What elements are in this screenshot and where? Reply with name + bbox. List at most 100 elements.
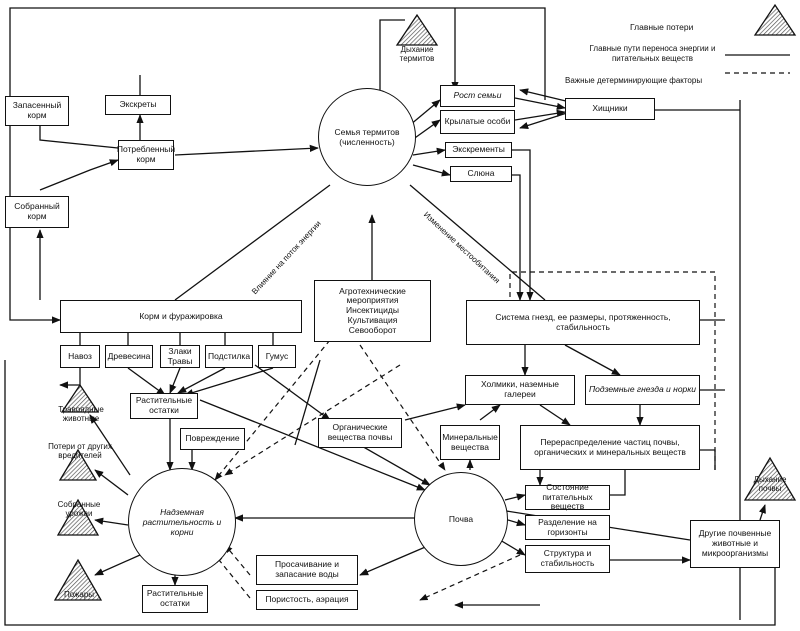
legend-important-factors: Важные детерминирующие факторы (565, 76, 703, 85)
termite-family-label: Семья термитов (численность) (334, 126, 400, 147)
triangle-harvest (56, 498, 100, 536)
cultivation-label: Культивация (347, 314, 398, 325)
label-herbivores: Травоядные животные (58, 405, 104, 424)
node-stored-food: Запасенный корм (5, 96, 69, 126)
node-excreta: Экскреты (105, 95, 171, 115)
edge-winged-to-predators (514, 109, 566, 121)
dashed-porosity-to-vegetation (214, 554, 251, 599)
edge-family-to-excrements (412, 147, 446, 156)
node-termite-family: Семья термитов (численность) (318, 88, 416, 186)
triangle-herbivores (60, 383, 100, 413)
edge-litter-to-residues (177, 367, 226, 394)
node-structure: Структура и стабильность (525, 545, 610, 573)
edge-vegetation-to-herbivores (89, 414, 131, 476)
triangle-other-pests (58, 448, 98, 481)
nest-system-label: Система гнезд, ее размеры, протяженность… (495, 311, 671, 332)
node-humus: Гумус (258, 345, 296, 368)
label-harvest: Собранные урожаи (57, 500, 101, 519)
edge-soil-to-nutrient (504, 493, 526, 501)
frame-top-link (9, 7, 546, 100)
node-horizons: Разделение на горизонты (525, 515, 610, 540)
dashed-infiltration-to-vegetation (224, 544, 251, 576)
legend-triangle (753, 3, 797, 36)
dashed-agrotech-to-vegetation (214, 339, 331, 481)
label-respiration-termites: Дыхание термитов (399, 45, 435, 64)
node-redistribution: Перераспределение частиц почвы, органиче… (520, 425, 700, 470)
edge-soil-to-horizons (507, 519, 526, 527)
triangle-respiration-soil (743, 456, 797, 501)
node-nutrient-state: Состояние питательных веществ (525, 482, 610, 511)
edge-soil-to-infiltration (359, 544, 431, 576)
crop-rotation-label: Севооборот (348, 324, 397, 335)
node-nest-system: Система гнезд, ее размеры, протяженность… (466, 300, 700, 345)
node-infiltration: Просачивание и запасание воды (256, 555, 358, 585)
node-organic-matter: Органические вещества почвы (318, 418, 402, 448)
node-plant-residues-top: Растительные остатки (130, 393, 198, 419)
node-manure: Навоз (60, 345, 100, 368)
node-winged: Крылатые особи (440, 110, 515, 134)
triangle-respiration-termites (395, 13, 439, 46)
triangle-fires (53, 558, 103, 601)
edge-collected-to-consumed (39, 159, 119, 191)
node-saliva: Слюна (450, 166, 512, 182)
dashed-agrotech-to-soil (359, 344, 446, 471)
node-food-foraging: Корм и фуражировка (60, 300, 302, 333)
edge-growth-to-predators (514, 97, 566, 110)
node-predators: Хищники (565, 98, 655, 120)
dashed-right-frame (509, 271, 716, 470)
edge-soil-to-structure (499, 539, 526, 556)
edge-nest-to-underground (564, 344, 621, 376)
node-family-growth: Рост семьи (440, 85, 515, 107)
edge-saliva-to-nest (512, 174, 524, 301)
frame-top-line (9, 60, 61, 324)
label-respiration-soil: Дыхание почвы (753, 475, 787, 494)
edge-family-to-foraging (174, 184, 331, 301)
edge-residues-to-soil (199, 399, 426, 491)
label-fires: Пожары (63, 590, 95, 599)
node-plant-residues-bottom: Растительные остатки (142, 585, 208, 613)
agrotech-label: Агротехнические мероприятия (339, 285, 406, 306)
frame-bottom-link (4, 360, 776, 626)
edge-vegetation-to-other-pests (94, 469, 129, 496)
insecticides-label: Инсектициды (346, 305, 399, 316)
node-consumed-food: Потребленный корм (117, 140, 175, 170)
edge-stored-to-consumed (39, 125, 119, 149)
edge-grass-to-residues (169, 367, 181, 394)
node-other-animals: Другие почвенные животные и микроорганиз… (690, 520, 780, 568)
edge-family-to-growth (409, 99, 441, 126)
node-mounds: Холмики, наземные галереи (465, 375, 575, 405)
edge-family-to-respiration (379, 19, 405, 95)
edge-foraging-to-organic (254, 364, 331, 421)
edge-other-animals-to-resp (758, 504, 766, 521)
node-wood: Древесина (105, 345, 153, 368)
edge-manure-down (59, 368, 81, 389)
edge-predators-to-winged (519, 111, 571, 129)
edge-redistribution-right (700, 449, 716, 470)
node-excrements: Экскременты (445, 142, 512, 158)
edge-agrotech-to-organic (294, 359, 321, 446)
node-agrotech-group: Агротехнические мероприятия Инсектициды … (314, 280, 431, 342)
edge-organic-to-soil (359, 444, 431, 486)
label-other-pests: Потери от других вредителей (48, 442, 112, 461)
legend-main-losses: Главные потери (630, 22, 694, 32)
node-porosity: Пористость, аэрация (256, 590, 358, 610)
dashed-nest-to-vegetation (224, 364, 401, 476)
soil-label: Почва (448, 513, 474, 524)
edge-family-to-nest (409, 184, 546, 301)
node-litter: Подстилка (205, 345, 253, 368)
edge-wood-to-residues (127, 367, 166, 396)
node-underground-nests: Подземные гнезда и норки (585, 375, 700, 405)
dashed-structure-to-porosity (419, 554, 521, 601)
edge-mounds-to-redistribution (539, 404, 571, 426)
legend-main-paths: Главные пути переноса энергии и питатель… (589, 44, 716, 63)
edge-vegetation-to-harvest (94, 517, 129, 526)
node-soil: Почва (414, 472, 508, 566)
node-vegetation: Надземная растительность и корни (128, 468, 236, 576)
edge-excrements-to-nest (512, 149, 534, 301)
edge-consumed-to-family (174, 144, 319, 156)
node-cereals-grasses: Злаки Травы (160, 345, 200, 368)
edge-family-to-winged (411, 119, 441, 141)
node-damage: Повреждение (180, 428, 245, 450)
edge-vegetation-to-fires (94, 554, 141, 576)
